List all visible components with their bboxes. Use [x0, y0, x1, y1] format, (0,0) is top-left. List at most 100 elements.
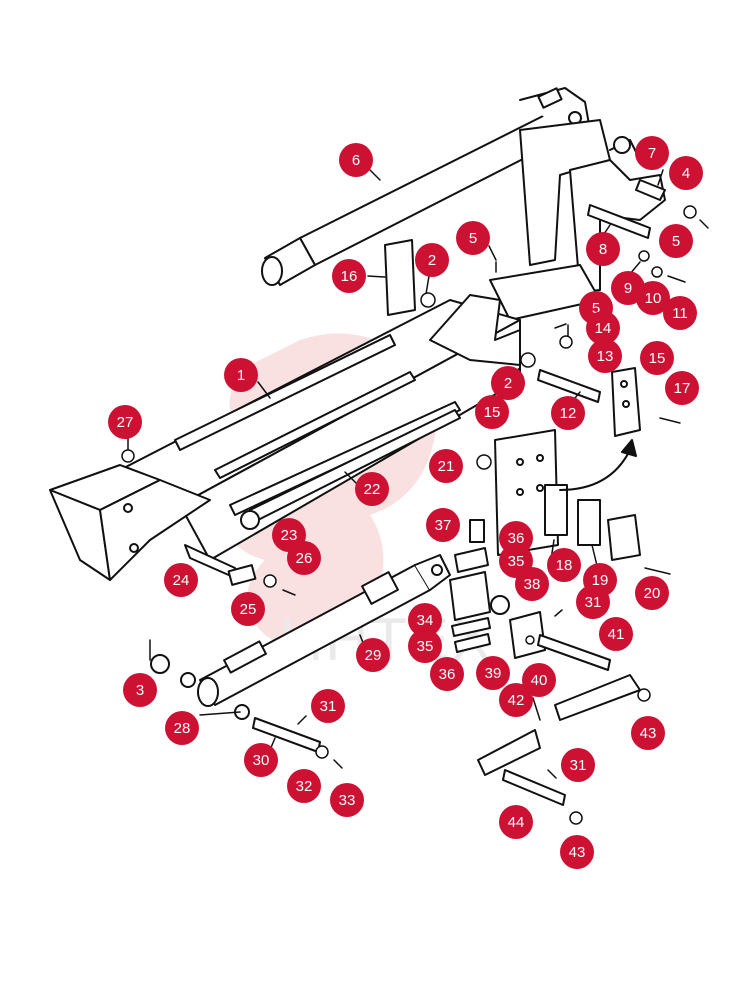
- callout-c22: 22: [355, 472, 389, 506]
- callout-label: 36: [439, 666, 456, 683]
- callout-c35b: 35: [408, 629, 442, 663]
- callout-c32: 32: [287, 769, 321, 803]
- block-19: [607, 514, 641, 561]
- callout-badge: [231, 592, 265, 626]
- callout-badge: [669, 156, 703, 190]
- callout-badge: [408, 629, 442, 663]
- callout-badge: [164, 563, 198, 597]
- callout-badge: [631, 716, 665, 750]
- callout-label: 36: [508, 530, 525, 547]
- callout-c39: 39: [476, 656, 510, 690]
- callout-c28: 28: [165, 711, 199, 745]
- callout-c16: 16: [332, 259, 366, 293]
- callout-badge: [515, 567, 549, 601]
- callout-c1: 1: [224, 358, 258, 392]
- callout-badge: [547, 548, 581, 582]
- callout-badge: [429, 449, 463, 483]
- callout-badge: [165, 711, 199, 745]
- callout-label: 11: [672, 305, 688, 322]
- callout-badge: [551, 396, 585, 430]
- pin-41: [537, 634, 611, 671]
- callout-badge: [586, 311, 620, 345]
- callout-label: 5: [469, 230, 477, 247]
- shim-18: [544, 484, 568, 536]
- callout-badge: [499, 683, 533, 717]
- callout-c36a: 36: [499, 521, 533, 555]
- callout-label: 14: [595, 320, 612, 337]
- link-42b: [477, 729, 541, 776]
- callout-badge: [426, 508, 460, 542]
- callout-label: 26: [296, 550, 313, 567]
- callout-c31c: 31: [561, 748, 595, 782]
- callout-badge: [665, 371, 699, 405]
- callout-badge: [640, 341, 674, 375]
- callout-label: 22: [364, 481, 381, 498]
- callout-label: 5: [672, 233, 680, 250]
- callout-c2b: 2: [491, 366, 525, 400]
- callout-badge: [244, 743, 278, 777]
- callout-c5b: 5: [659, 224, 693, 258]
- callout-label: 31: [320, 698, 337, 715]
- callout-badge: [123, 673, 157, 707]
- callout-label: 35: [508, 553, 525, 570]
- callout-badge: [635, 576, 669, 610]
- callout-c44: 44: [499, 805, 533, 839]
- callout-badge: [475, 395, 509, 429]
- callout-badge: [332, 259, 366, 293]
- callout-label: 15: [649, 350, 666, 367]
- callout-label: 9: [624, 280, 632, 297]
- callout-label: 28: [174, 720, 191, 737]
- callout-c33: 33: [330, 783, 364, 817]
- callout-c5a: 5: [456, 221, 490, 255]
- callout-badge: [415, 243, 449, 277]
- callout-c15a: 15: [475, 395, 509, 429]
- callout-badge: [356, 638, 390, 672]
- callout-badge: [224, 358, 258, 392]
- callout-label: 8: [599, 241, 607, 258]
- direction-arrow: [559, 449, 631, 491]
- callout-c20: 20: [635, 576, 669, 610]
- callout-label: 6: [352, 152, 360, 169]
- hydraulic-cylinder-lower: [197, 554, 451, 707]
- side-plate-15: [611, 367, 641, 437]
- callout-c25: 25: [231, 592, 265, 626]
- callout-label: 37: [435, 517, 452, 534]
- callout-badge: [576, 585, 610, 619]
- plate-16: [384, 239, 416, 316]
- callout-badge: [408, 603, 442, 637]
- callout-c31b: 31: [576, 585, 610, 619]
- callout-label: 12: [560, 405, 577, 422]
- callout-label: 13: [597, 348, 614, 365]
- callout-label: 10: [645, 290, 662, 307]
- callout-label: 39: [485, 665, 502, 682]
- bushing-3: [150, 654, 170, 674]
- callout-badge: [588, 339, 622, 373]
- callout-label: 44: [508, 814, 525, 831]
- callout-label: 21: [438, 458, 455, 475]
- callout-c7: 7: [635, 136, 669, 170]
- callout-badge: [636, 281, 670, 315]
- pin-44: [502, 769, 566, 806]
- callout-badge: [311, 689, 345, 723]
- callout-c43b: 43: [560, 835, 594, 869]
- callout-c38: 38: [515, 567, 549, 601]
- callout-c34: 34: [408, 603, 442, 637]
- roller-23: [240, 510, 260, 530]
- washer-28: [180, 672, 196, 688]
- callout-badge: [599, 617, 633, 651]
- callout-badge: [108, 405, 142, 439]
- callout-badge: [635, 136, 669, 170]
- callout-badge: [476, 656, 510, 690]
- callout-label: 4: [682, 165, 690, 182]
- callout-label: 27: [117, 414, 134, 431]
- callout-badge: [355, 472, 389, 506]
- callout-label: 2: [504, 375, 512, 392]
- callout-badge: [330, 783, 364, 817]
- pin-7: [635, 179, 666, 201]
- callout-label: 25: [240, 601, 257, 618]
- callout-c41: 41: [599, 617, 633, 651]
- callout-badge: [560, 835, 594, 869]
- callout-label: 2: [428, 252, 436, 269]
